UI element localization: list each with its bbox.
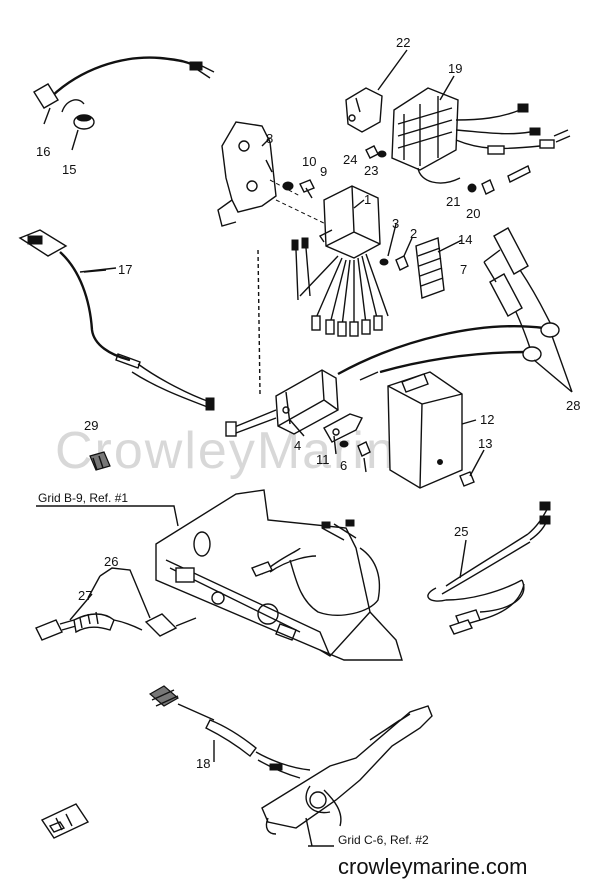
- label-29: 29: [84, 418, 98, 433]
- cowling-wiring: [251, 519, 381, 616]
- ref-grid-c6: Grid C-6, Ref. #2: [338, 833, 429, 847]
- part-25-wire-harness: [427, 501, 551, 635]
- part-12-cover: [387, 371, 463, 489]
- tiller-handle: [261, 705, 433, 847]
- part-4-ignition-coil: [225, 249, 339, 437]
- part-17-lead-wire: [18, 229, 215, 411]
- part-9-screw: [299, 179, 315, 199]
- small-connector: [40, 803, 90, 839]
- part-1-cdi-unit: [291, 185, 389, 337]
- part-27-lead-wire: [35, 611, 143, 641]
- part-21-washer: [467, 183, 477, 193]
- part-5-screw: [357, 441, 371, 473]
- label-28: 28: [566, 398, 580, 413]
- part-6-washer: [339, 440, 349, 448]
- part-24-screw: [365, 145, 379, 159]
- label-9: 9: [320, 164, 327, 179]
- part-7-plug-cap: [489, 227, 553, 349]
- part-29-plug: [89, 451, 111, 471]
- ref-grid-b9: Grid B-9, Ref. #1: [38, 491, 128, 505]
- label-13: 13: [478, 436, 492, 451]
- label-27: 27: [78, 588, 92, 603]
- label-3: 3: [392, 216, 399, 231]
- bottom-cowling: [155, 489, 403, 661]
- part-3-washer: [379, 258, 389, 266]
- part-2-screw: [395, 255, 409, 271]
- leader-lines: [36, 49, 573, 847]
- label-16: 16: [36, 144, 50, 159]
- part-11-bracket: [323, 413, 363, 443]
- part-8-bracket: [217, 121, 331, 227]
- label-17: 17: [118, 262, 132, 277]
- part-19-rectifier: [391, 87, 571, 184]
- label-22: 22: [396, 35, 410, 50]
- label-21: 21: [446, 194, 460, 209]
- label-26: 26: [104, 554, 118, 569]
- label-11: 11: [316, 452, 330, 467]
- part-26-switch: [87, 567, 197, 637]
- label-4: 4: [294, 438, 301, 453]
- label-8: 8: [266, 131, 273, 146]
- label-23: 23: [364, 163, 378, 178]
- part-15-cap: [61, 99, 95, 151]
- label-19: 19: [448, 61, 462, 76]
- label-2: 2: [410, 226, 417, 241]
- label-10: 10: [302, 154, 316, 169]
- part-23-washer: [377, 150, 387, 158]
- label-24: 24: [343, 152, 357, 167]
- label-25: 25: [454, 524, 468, 539]
- site-url: crowleymarine.com: [338, 854, 528, 879]
- part-16-lead-wire: [33, 56, 215, 125]
- part-labels: 22 19 8 10 9 24 23 1 21 20 3 2 14 7 16 1…: [36, 35, 580, 771]
- label-18: 18: [196, 756, 210, 771]
- label-14: 14: [458, 232, 472, 247]
- label-6: 6: [340, 458, 347, 473]
- label-7: 7: [460, 262, 467, 277]
- part-28-hi-tension-cord: [337, 322, 560, 381]
- part-20-screw: [481, 179, 495, 195]
- label-12: 12: [480, 412, 494, 427]
- part-10-washer: [282, 181, 294, 191]
- part-22-bracket: [345, 87, 383, 133]
- label-20: 20: [466, 206, 480, 221]
- part-13-screw: [459, 471, 475, 487]
- label-1: 1: [364, 192, 371, 207]
- label-15: 15: [62, 162, 76, 177]
- part-14-connector: [415, 237, 445, 299]
- part-18-cable: [148, 685, 311, 779]
